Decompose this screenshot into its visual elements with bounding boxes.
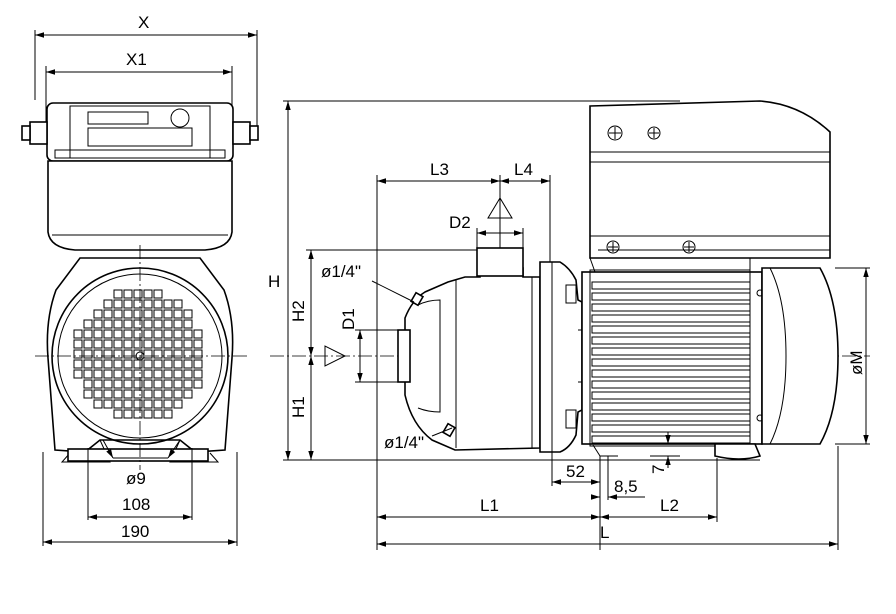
label-h1: H1 — [289, 396, 308, 418]
fan-grill — [73, 289, 203, 419]
label-52: 52 — [566, 462, 585, 481]
label-108: 108 — [122, 495, 150, 514]
label-h: H — [268, 272, 280, 291]
motor-bracket — [539, 261, 590, 453]
label-l3: L3 — [430, 160, 449, 179]
label-l4: L4 — [514, 160, 533, 179]
label-85: 8,5 — [614, 477, 638, 496]
label-d1: D1 — [339, 308, 358, 330]
label-d2: D2 — [449, 213, 471, 232]
end-view: X X1 — [21, 13, 259, 546]
terminal-box-side — [589, 100, 831, 273]
label-plug-bottom: ø1/4" — [384, 433, 424, 452]
label-l1: L1 — [480, 496, 499, 515]
label-h2: H2 — [289, 300, 308, 322]
side-view: H H2 H1 D1 L3 L4 D2 — [268, 100, 870, 550]
label-plug-top: ø1/4" — [321, 262, 361, 281]
label-l: L — [600, 523, 609, 542]
label-190: 190 — [121, 522, 149, 541]
label-dia-m: øM — [847, 350, 866, 375]
label-x: X — [138, 13, 149, 32]
label-fan-dia: ø9 — [126, 469, 146, 488]
label-7: 7 — [649, 465, 668, 474]
pump-housing — [397, 247, 541, 451]
terminal-box-end — [21, 102, 259, 251]
label-l2: L2 — [660, 496, 679, 515]
label-x1: X1 — [126, 50, 147, 69]
motor-body — [581, 267, 839, 460]
